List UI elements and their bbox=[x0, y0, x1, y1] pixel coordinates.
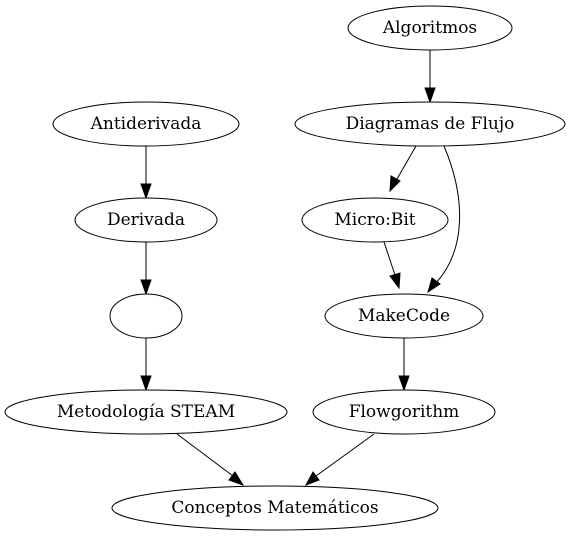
arrowhead-icon bbox=[398, 375, 410, 392]
node-antiderivada-label: Antiderivada bbox=[90, 114, 202, 134]
node-flowgorithm-label: Flowgorithm bbox=[349, 402, 460, 422]
edge-line bbox=[396, 145, 417, 180]
nodes-layer: Algoritmos Diagramas de Flujo Antideriva… bbox=[4, 5, 566, 531]
edge-derivada-to-blank bbox=[140, 242, 152, 296]
node-blank bbox=[109, 293, 183, 339]
edge-line bbox=[435, 145, 461, 284]
node-diagramas-de-flujo-shape bbox=[294, 101, 566, 147]
edge-line bbox=[315, 433, 375, 477]
arrowhead-icon bbox=[389, 175, 401, 193]
node-flowgorithm-shape bbox=[312, 389, 496, 435]
node-antiderivada-shape bbox=[52, 101, 240, 147]
node-algoritmos: Algoritmos bbox=[347, 5, 513, 51]
arrowhead-icon bbox=[427, 277, 441, 294]
arrowhead-icon bbox=[140, 183, 152, 200]
node-diagramas-de-flujo-label: Diagramas de Flujo bbox=[346, 114, 515, 134]
edge-steam-to-conceptos bbox=[176, 433, 245, 486]
arrowhead-icon bbox=[228, 471, 245, 486]
node-makecode-label: MakeCode bbox=[358, 306, 450, 326]
edge-blank-to-steam bbox=[140, 338, 152, 392]
node-micro-bit: Micro:Bit bbox=[301, 197, 449, 243]
edge-algoritmos-to-diagramas bbox=[424, 50, 436, 104]
node-derivada-shape bbox=[74, 197, 218, 243]
edge-line bbox=[383, 241, 396, 276]
edges-layer bbox=[140, 50, 461, 486]
node-metodologia-steam-shape bbox=[4, 389, 288, 435]
arrowhead-icon bbox=[140, 279, 152, 296]
node-algoritmos-shape bbox=[347, 5, 513, 51]
node-blank-shape bbox=[109, 293, 183, 339]
arrowhead-icon bbox=[304, 471, 320, 486]
node-conceptos-matematicos-shape bbox=[111, 485, 439, 531]
arrowhead-icon bbox=[424, 87, 436, 104]
edge-microbit-to-makecode bbox=[383, 241, 401, 290]
node-micro-bit-label: Micro:Bit bbox=[334, 210, 415, 230]
node-makecode-shape bbox=[324, 293, 484, 339]
arrowhead-icon bbox=[389, 272, 401, 290]
node-flowgorithm: Flowgorithm bbox=[312, 389, 496, 435]
node-algoritmos-label: Algoritmos bbox=[382, 18, 477, 38]
arrowhead-icon bbox=[140, 375, 152, 392]
node-derivada: Derivada bbox=[74, 197, 218, 243]
node-derivada-label: Derivada bbox=[107, 210, 185, 230]
node-makecode: MakeCode bbox=[324, 293, 484, 339]
node-antiderivada: Antiderivada bbox=[52, 101, 240, 147]
edge-makecode-to-flowgorithm bbox=[398, 338, 410, 392]
edge-line bbox=[176, 433, 234, 477]
node-metodologia-steam-label: Metodología STEAM bbox=[57, 402, 235, 422]
edge-antiderivada-to-derivada bbox=[140, 146, 152, 200]
edge-diagramas-to-microbit bbox=[389, 145, 417, 193]
node-diagramas-de-flujo: Diagramas de Flujo bbox=[294, 101, 566, 147]
edge-flowgorithm-to-conceptos bbox=[304, 433, 375, 486]
node-metodologia-steam: Metodología STEAM bbox=[4, 389, 288, 435]
node-conceptos-matematicos: Conceptos Matemáticos bbox=[111, 485, 439, 531]
node-micro-bit-shape bbox=[301, 197, 449, 243]
edge-diagramas-to-makecode bbox=[427, 145, 461, 294]
node-conceptos-matematicos-label: Conceptos Matemáticos bbox=[171, 498, 378, 518]
